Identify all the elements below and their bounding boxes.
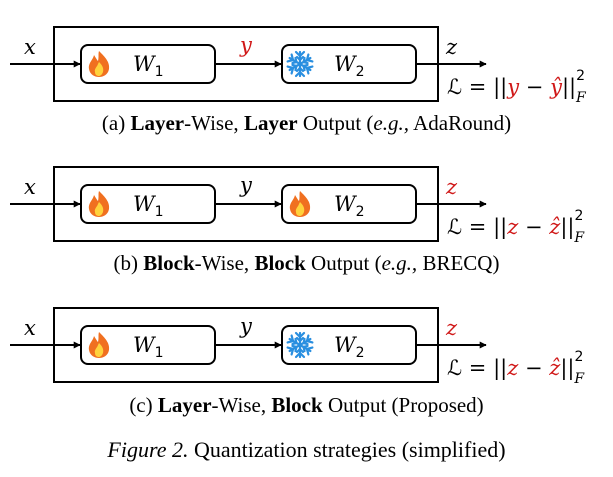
- input-variable: x: [24, 35, 36, 59]
- loss-norm-left: ||: [493, 356, 507, 381]
- weight-subscript: 2: [356, 64, 365, 80]
- weight-symbol: W: [334, 333, 358, 357]
- mid-variable: y: [239, 33, 253, 57]
- loss-lhs: ℒ =: [447, 215, 493, 239]
- panel-b-caption: (b) Block-Wise, Block Output (e.g., BREC…: [113, 251, 500, 275]
- layer-1-weight-label: W1: [133, 52, 164, 80]
- weight-subscript: 1: [155, 204, 164, 220]
- loss-norm-right: ||: [560, 215, 574, 240]
- loss-estimate: ẑ: [548, 356, 561, 380]
- panel-a-caption: (a) Layer-Wise, Layer Output (e.g., AdaR…: [101, 111, 512, 135]
- loss-exponent: 2: [576, 68, 585, 84]
- input-variable: x: [24, 175, 36, 199]
- loss-estimate: ẑ: [548, 215, 561, 239]
- loss-exponent: 2: [575, 349, 584, 365]
- loss-estimate: ŷ: [549, 75, 563, 99]
- loss-target: y: [506, 75, 520, 99]
- loss-target: z: [506, 215, 519, 239]
- panel-c-caption: (c) Layer-Wise, Block Output (Proposed): [129, 393, 484, 417]
- input-variable: x: [24, 316, 36, 340]
- loss-norm-subscript: F: [575, 90, 587, 106]
- output-variable: z: [445, 316, 458, 340]
- loss-minus: −: [518, 356, 549, 380]
- weight-symbol: W: [334, 52, 358, 76]
- weight-symbol: W: [334, 192, 358, 216]
- loss-minus: −: [518, 215, 549, 239]
- loss-target: z: [506, 356, 519, 380]
- loss-norm-left: ||: [493, 75, 507, 100]
- loss-minus: −: [519, 75, 550, 99]
- loss-lhs: ℒ =: [447, 75, 493, 99]
- weight-subscript: 1: [155, 64, 164, 80]
- loss-norm-right: ||: [562, 75, 576, 100]
- output-variable: z: [445, 175, 458, 199]
- weight-symbol: W: [133, 52, 157, 76]
- mid-variable: y: [239, 173, 253, 197]
- weight-symbol: W: [133, 192, 157, 216]
- output-variable: z: [445, 35, 458, 59]
- loss-lhs: ℒ =: [447, 356, 493, 380]
- loss-norm-left: ||: [493, 215, 507, 240]
- loss-norm-subscript: F: [573, 230, 585, 246]
- loss-norm-right: ||: [560, 356, 574, 381]
- layer-2-weight-label: W2: [334, 52, 365, 80]
- mid-variable: y: [239, 314, 253, 338]
- weight-subscript: 2: [356, 345, 365, 361]
- weight-symbol: W: [133, 333, 157, 357]
- layer-2-weight-label: W2: [334, 333, 365, 361]
- figure-caption: Figure 2. Quantization strategies (simpl…: [107, 437, 506, 462]
- weight-subscript: 2: [356, 204, 365, 220]
- loss-exponent: 2: [575, 208, 584, 224]
- loss-norm-subscript: F: [573, 371, 585, 387]
- layer-2-weight-label: W2: [334, 192, 365, 220]
- layer-1-weight-label: W1: [133, 192, 164, 220]
- weight-subscript: 1: [155, 345, 164, 361]
- layer-1-weight-label: W1: [133, 333, 164, 361]
